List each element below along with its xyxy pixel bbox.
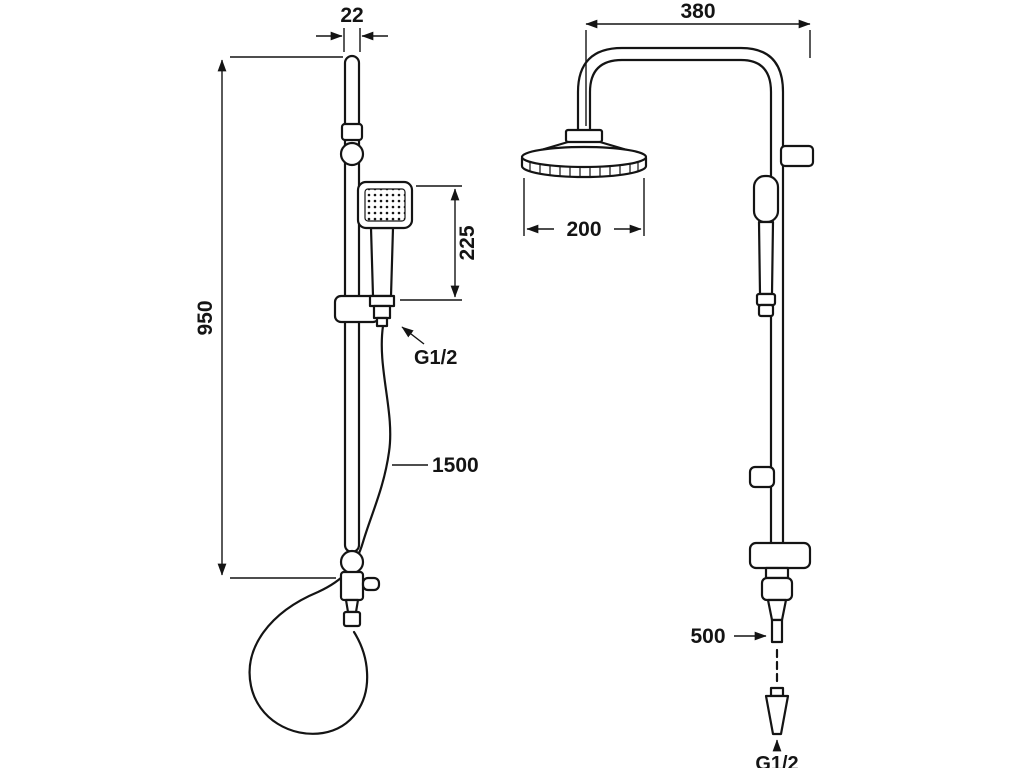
right-view (520, 46, 815, 736)
label-connector-thread: G1/2 (414, 347, 457, 369)
rail-bracket-upper (748, 465, 776, 489)
overhead-arm-and-riser (576, 46, 785, 570)
dim-outlet-length: 500 (690, 625, 725, 648)
label-inlet-thread: G1/2 (755, 753, 798, 768)
handset-spray-face (364, 188, 406, 222)
diverter-handle (361, 576, 381, 592)
nozzle-ticks (529, 162, 639, 177)
dim-arm-reach: 380 (680, 0, 715, 23)
shower-hose (248, 324, 392, 735)
diverter-valve (339, 549, 381, 628)
dim-head-width: 200 (566, 218, 601, 241)
right-dimension-lines (523, 19, 811, 752)
inlet-cone (764, 686, 790, 736)
outlet-fittings (760, 566, 794, 644)
left-dimension-lines (217, 28, 462, 579)
dim-handset-length: 225 (456, 225, 479, 260)
hand-shower (356, 180, 414, 328)
rain-shower-head (520, 128, 648, 179)
handset-connector (375, 316, 389, 328)
dim-rail-height: 950 (194, 300, 217, 335)
handset-side-view (752, 174, 780, 318)
left-view (248, 54, 414, 735)
slider-knob-icon (339, 141, 365, 167)
dim-rail-diameter: 22 (340, 4, 363, 27)
handset-handle (369, 226, 395, 298)
rail-bracket-lower (748, 541, 812, 570)
wall-bracket-top (779, 144, 815, 168)
dim-hose-length: 1500 (432, 454, 479, 477)
